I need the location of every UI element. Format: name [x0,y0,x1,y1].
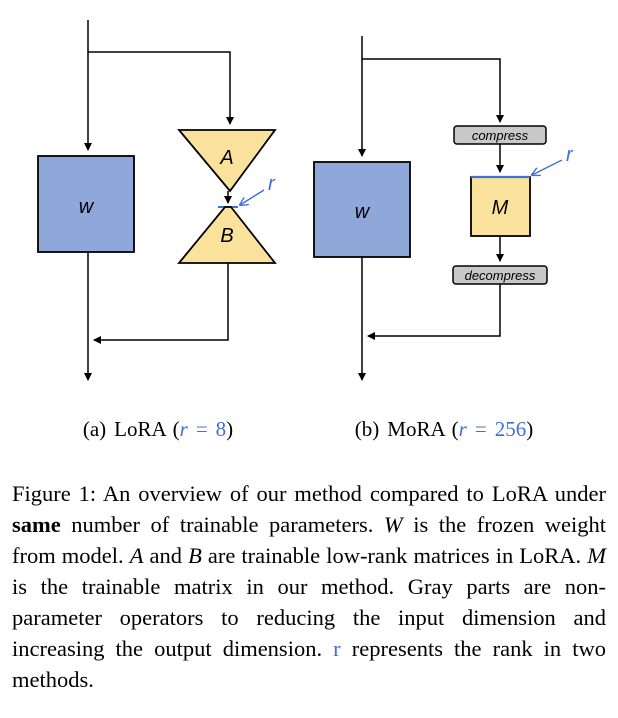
lora-a-label: A [219,147,233,169]
mora-rank-label: r [566,144,574,166]
caption-var-a: A [129,543,144,568]
mora-weight-label: w [355,201,371,223]
caption-var-b: B [188,543,202,568]
lora-subcaption: (a)LoRA(r=8) [83,417,233,441]
lora-weight-label: w [79,196,95,218]
mora-subcaption: (b)MoRA(r=256) [355,417,533,441]
mora-decompress-label: decompress [465,268,536,283]
lora-a-matrix [177,129,277,193]
mora-diagram: w compress r M decompress [313,36,574,381]
lora-diagram: w A r B [37,20,277,381]
lora-b-output-line [93,263,229,344]
mora-input-line [361,36,504,123]
mora-decompress-output-line [367,284,501,340]
mora-m-label: M [492,197,509,219]
figure-caption: Figure 1: An overview of our method comp… [12,481,606,692]
lora-rank-label: r [268,173,276,195]
lora-weight-block [37,155,135,253]
lora-input-line [87,20,234,125]
lora-b-label: B [220,225,233,247]
architecture-diagram: w A r B w compress r M decompress (a)LoR… [37,20,574,441]
caption-var-w: W [383,512,403,537]
caption-var-m: M [587,543,606,568]
mora-rank-pointer [532,159,563,175]
mora-compress-label: compress [472,128,529,143]
caption-rank-r: r [333,636,341,661]
lora-b-matrix [177,206,277,264]
caption-bold-same: same [12,512,61,537]
lora-rank-pointer [240,189,265,205]
mora-m-matrix [470,176,531,237]
